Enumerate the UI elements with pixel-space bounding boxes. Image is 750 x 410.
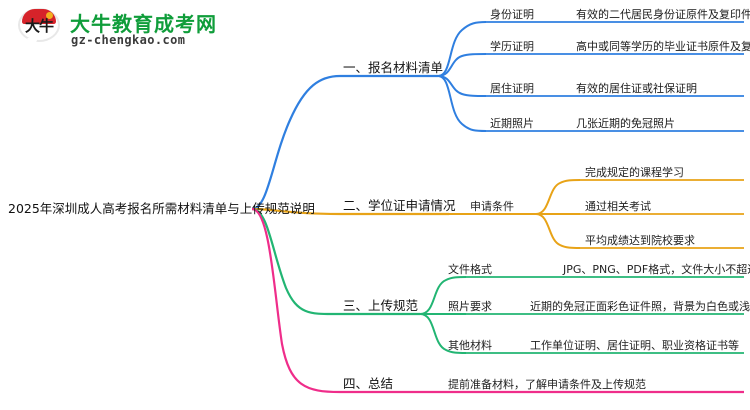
logo-mark-text: 大牛 [24, 17, 54, 35]
branch-4-child-0-label[interactable]: 提前准备材料，了解申请条件及上传规范 [448, 378, 646, 391]
branch-3-label[interactable]: 三、上传规范 [343, 298, 419, 313]
branch-3-child-0-detail[interactable]: JPG、PNG、PDF格式，文件大小不超过2MB [563, 263, 750, 276]
mindmap-root-node[interactable]: 2025年深圳成人高考报名所需材料清单与上传规范说明 [8, 201, 315, 216]
logo-title: 大牛教育成考网 [70, 12, 217, 36]
branch-2-label[interactable]: 二、学位证申请情况 [343, 198, 456, 213]
branch-3-child-1-label[interactable]: 照片要求 [448, 300, 492, 313]
branch-1-child-2-detail[interactable]: 有效的居住证或社保证明 [576, 82, 697, 95]
branch-3-child-1-detail[interactable]: 近期的免冠正面彩色证件照，背景为白色或浅色 [530, 300, 750, 313]
branch-1-child-2-label[interactable]: 居住证明 [490, 82, 534, 95]
branch-2-child-0-item-2[interactable]: 平均成绩达到院校要求 [585, 234, 695, 247]
branch-2-child-0-item-1[interactable]: 通过相关考试 [585, 200, 651, 213]
branch-1-child-0-detail[interactable]: 有效的二代居民身份证原件及复印件 [576, 8, 750, 21]
logo-subtitle: gz-chengkao.com [71, 33, 186, 47]
branch-2-child-0-item-0[interactable]: 完成规定的课程学习 [585, 166, 684, 179]
branch-1-child-1-detail[interactable]: 高中或同等学历的毕业证书原件及复印件 [576, 40, 750, 53]
connector-branch-1 [340, 21, 744, 132]
branch-1-child-1-label[interactable]: 学历证明 [490, 40, 534, 53]
branch-2-child-0-label[interactable]: 申请条件 [470, 200, 514, 213]
logo-speech-bubble-icon: 大牛 [18, 8, 62, 50]
branch-1-child-0-label[interactable]: 身份证明 [490, 8, 534, 21]
branch-3-child-2-label[interactable]: 其他材料 [448, 339, 492, 352]
branch-1-child-3-label[interactable]: 近期照片 [490, 117, 534, 130]
branch-3-child-0-label[interactable]: 文件格式 [448, 263, 492, 276]
branch-1-child-3-detail[interactable]: 几张近期的免冠照片 [576, 117, 675, 130]
connector-root-to-branches [251, 74, 341, 394]
branch-4-label[interactable]: 四、总结 [343, 376, 394, 391]
site-logo[interactable]: 大牛 大牛教育成考网 gz-chengkao.com [18, 6, 248, 52]
branch-1-label[interactable]: 一、报名材料清单 [343, 60, 444, 75]
branch-3-child-2-detail[interactable]: 工作单位证明、居住证明、职业资格证书等 [530, 339, 739, 352]
